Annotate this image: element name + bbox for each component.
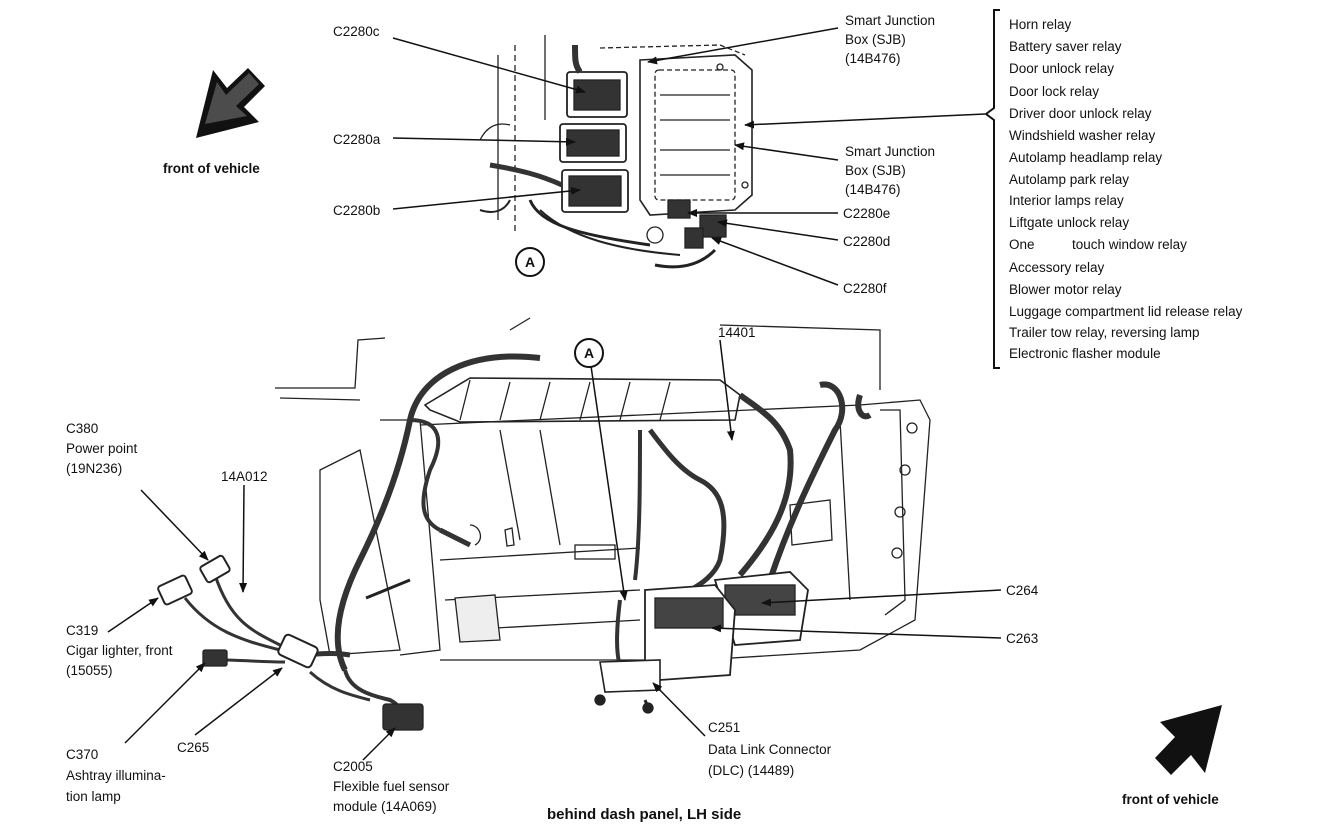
label-14401: 14401 — [718, 325, 756, 340]
relay-item: Door lock relay — [1009, 84, 1100, 99]
front-of-vehicle-label-bottom: front of vehicle — [1122, 792, 1219, 807]
dash-panel-drawing — [157, 317, 931, 731]
relay-item: Battery saver relay — [1009, 39, 1122, 54]
label-c2280c: C2280c — [333, 24, 380, 39]
label-c2280b: C2280b — [333, 203, 381, 218]
relay-list-bracket — [984, 9, 1000, 369]
relay-item: Luggage compartment lid release relay — [1009, 304, 1243, 319]
relay-item: Liftgate unlock relay — [1009, 215, 1130, 230]
relay-item: Trailer tow relay, reversing lamp — [1009, 325, 1200, 340]
callout-a-inset: A — [515, 247, 545, 277]
front-arrow-icon-top — [196, 68, 265, 138]
sjb-inset-drawing — [479, 35, 753, 269]
label-c2280e: C2280e — [843, 206, 891, 221]
relay-item: Interior lamps relay — [1009, 193, 1124, 208]
inset-leader-lines — [392, 27, 986, 286]
relay-item: Electronic flasher module — [1009, 346, 1161, 361]
label-14a012: 14A012 — [221, 469, 268, 484]
label-c2280d: C2280d — [843, 234, 891, 249]
callout-a-main: A — [574, 338, 604, 368]
label-c2280f: C2280f — [843, 281, 887, 296]
front-arrow-icon-bottom — [1155, 705, 1222, 775]
label-c264: C264 — [1006, 583, 1039, 598]
relay-item: Windshield washer relay — [1009, 128, 1156, 143]
relay-item: Accessory relay — [1009, 260, 1105, 275]
relay-item: Horn relay — [1009, 17, 1072, 32]
label-c2280a: C2280a — [333, 132, 381, 147]
front-of-vehicle-label-top: front of vehicle — [163, 161, 260, 176]
label-c263: C263 — [1006, 631, 1039, 646]
relay-item: Driver door unlock relay — [1009, 106, 1152, 121]
figure-caption: behind dash panel, LH side — [547, 806, 742, 823]
label-c265: C265 — [177, 740, 210, 755]
relay-item: Blower motor relay — [1009, 282, 1122, 297]
relay-item: Autolamp headlamp relay — [1009, 150, 1163, 165]
relay-item: One touch window relay — [1009, 237, 1187, 252]
relay-item: Door unlock relay — [1009, 61, 1115, 76]
relay-item: Autolamp park relay — [1009, 172, 1130, 187]
main-leader-lines — [107, 339, 1002, 761]
